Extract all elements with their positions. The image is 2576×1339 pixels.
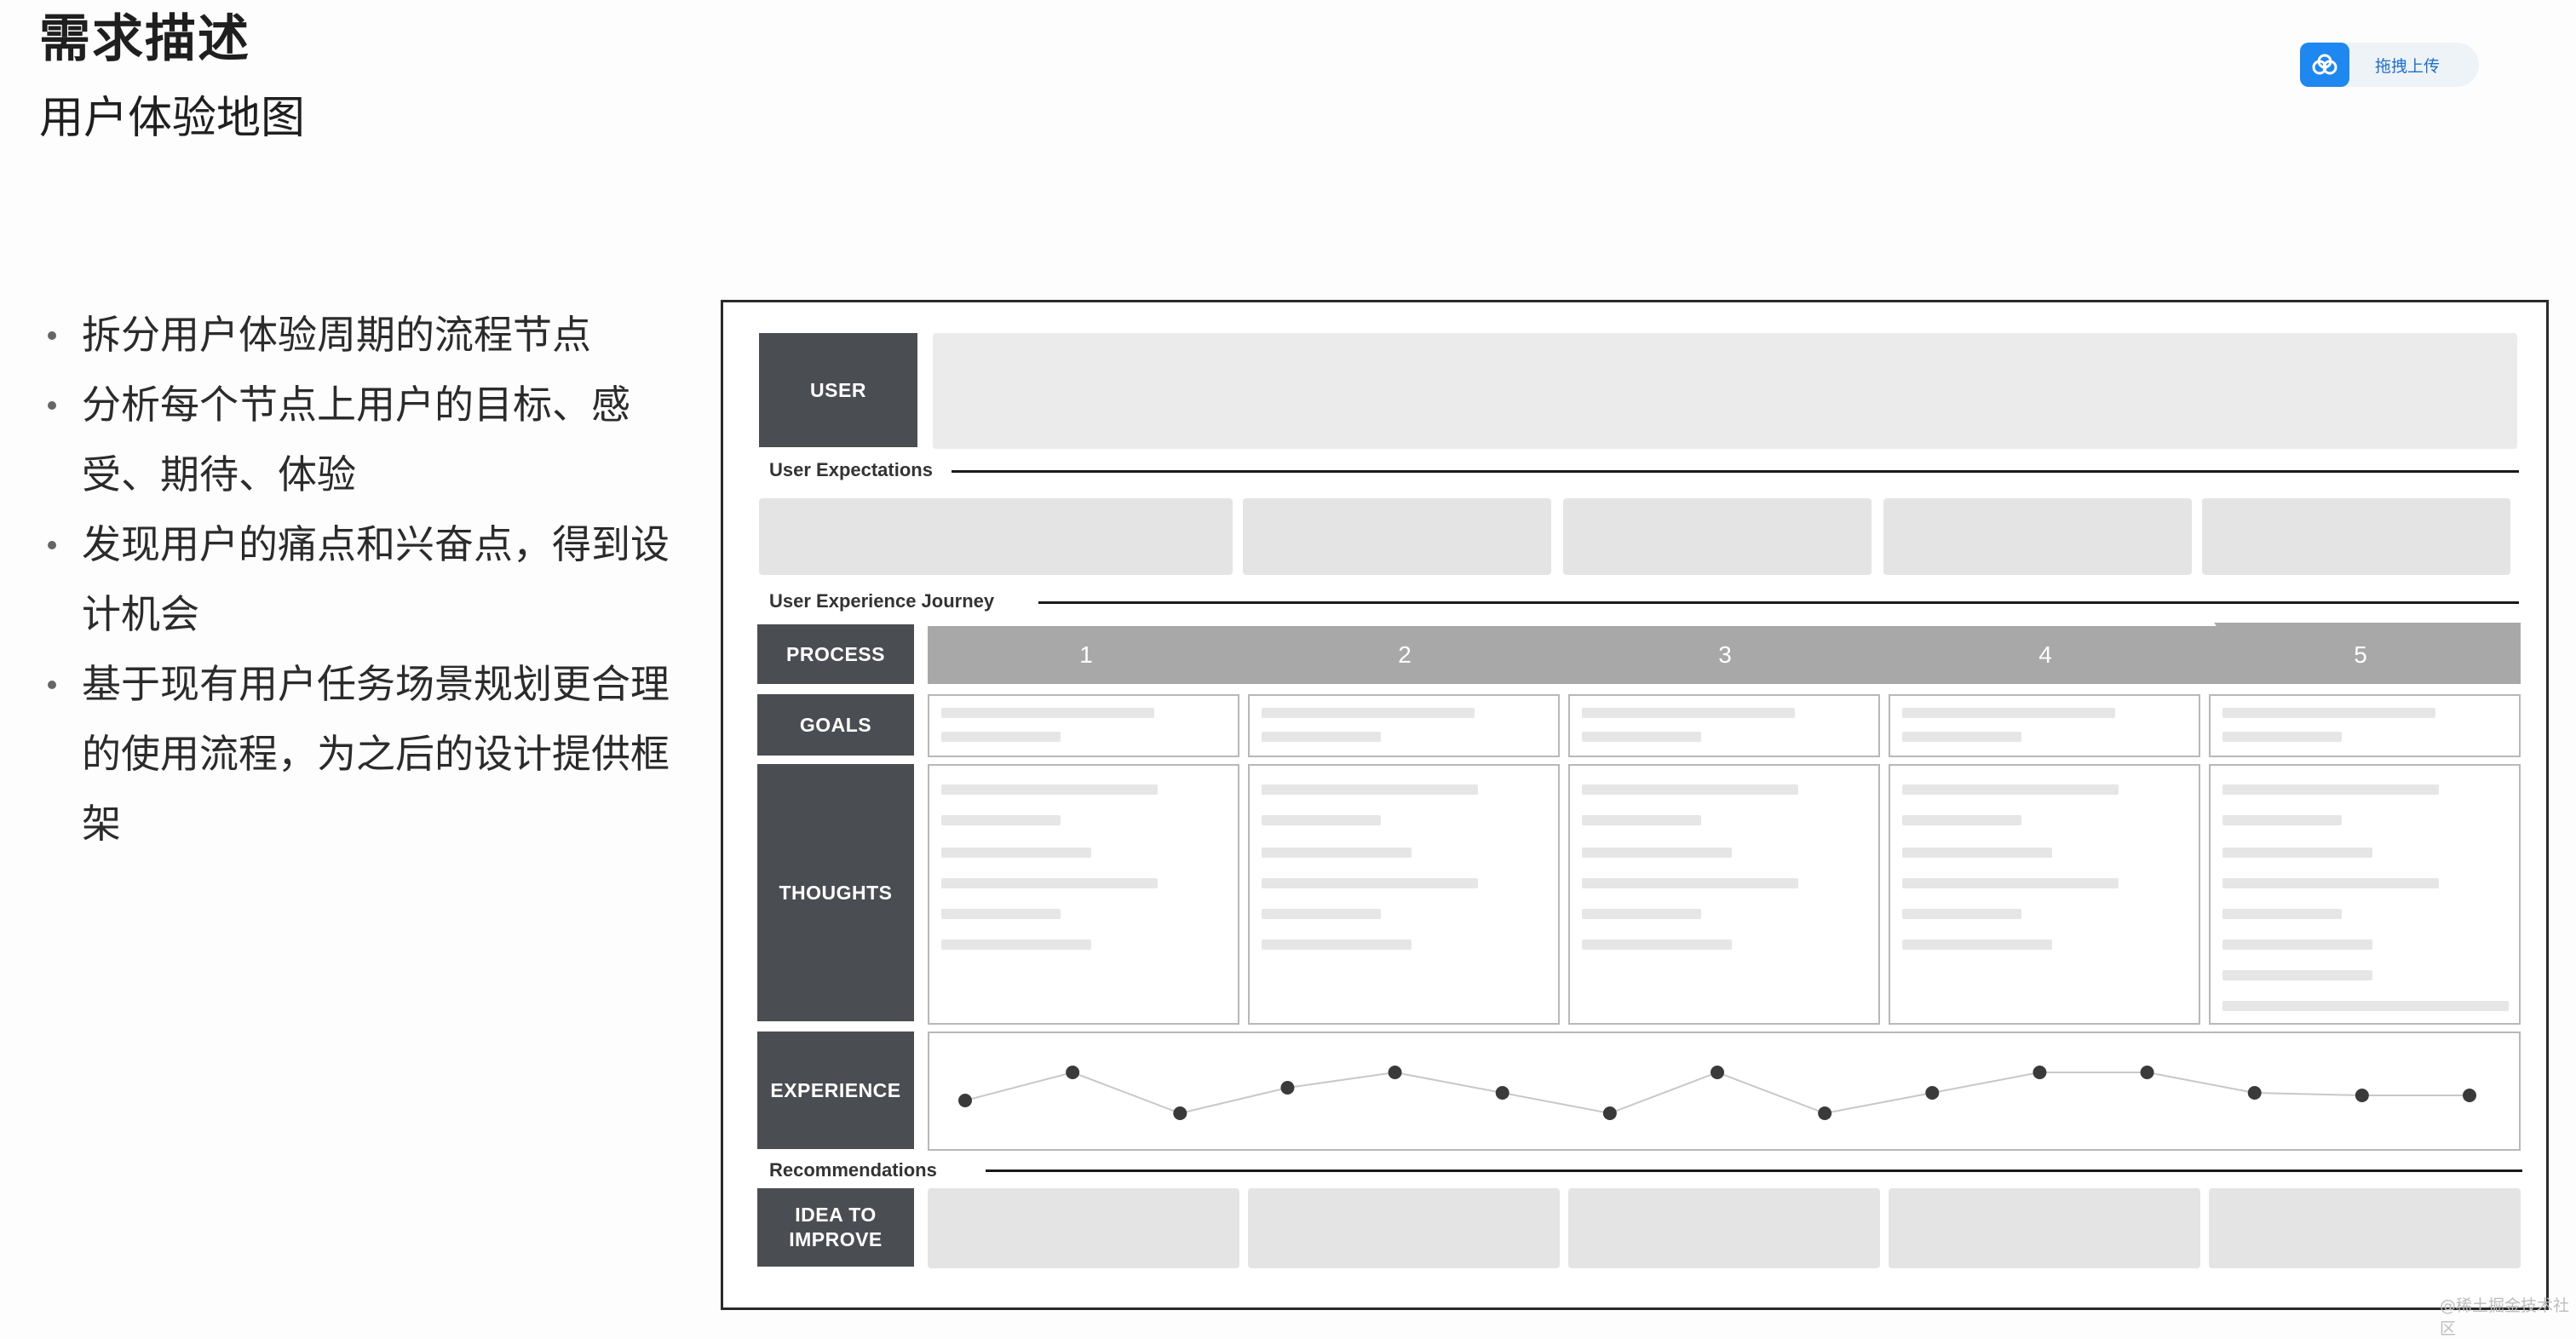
experience-point-15 (2463, 1089, 2476, 1102)
thoughts-cell (2209, 764, 2521, 1025)
section-divider (952, 470, 2519, 473)
goals-cell (928, 694, 1239, 757)
goals-cell (1248, 694, 1560, 757)
cloud-icon (2300, 43, 2349, 87)
thoughts-cell (928, 764, 1239, 1025)
experience-point-6 (1495, 1086, 1509, 1100)
page-title: 需求描述 (39, 9, 250, 69)
process-step-5-arrow (2214, 623, 2521, 684)
list-item: 发现用户的痛点和兴奋点，得到设计机会 (43, 509, 673, 649)
process-step-2-arrow (1253, 626, 1604, 684)
experience-point-4 (1280, 1081, 1295, 1095)
thoughts-cell (1248, 764, 1560, 1025)
expectation-block (1563, 498, 1872, 575)
experience-point-14 (2355, 1089, 2369, 1102)
user-experience-journey-label: User Experience Journey (769, 590, 995, 612)
page-subtitle: 用户体验地图 (39, 93, 306, 144)
process-step-2: 2 (1398, 641, 1412, 668)
section-divider (1038, 601, 2519, 604)
process-step-3: 3 (1718, 641, 1732, 668)
process-step-1-arrow (928, 626, 1284, 684)
idea-block (928, 1188, 1239, 1268)
goals-cell (1568, 694, 1880, 757)
requirement-list: 拆分用户体验周期的流程节点 分析每个节点上用户的目标、感受、期待、体验 发现用户… (43, 300, 673, 859)
experience-point-1 (958, 1094, 972, 1107)
upload-label: 拖拽上传 (2375, 56, 2441, 76)
goals-cell (2209, 694, 2521, 757)
goals-cell (1889, 694, 2200, 757)
experience-point-12 (2140, 1066, 2154, 1079)
user-expectations-label: User Expectations (769, 459, 933, 480)
experience-point-3 (1173, 1106, 1187, 1120)
drag-upload-button[interactable]: 拖拽上传 (2300, 43, 2479, 87)
goals-label: GOALS (757, 694, 914, 756)
process-label: PROCESS (757, 624, 914, 684)
experience-point-9 (1818, 1106, 1832, 1120)
expectation-block (2202, 498, 2510, 575)
watermark: @稀土掘金技术社区 (2440, 1296, 2570, 1338)
expectation-block (1883, 498, 2192, 575)
idea-block (1889, 1188, 2200, 1268)
process-step-3-arrow (1573, 626, 1924, 684)
expectation-block (759, 498, 1233, 575)
experience-label: EXPERIENCE (757, 1032, 914, 1149)
experience-point-13 (2247, 1086, 2262, 1100)
user-journey-map: USER User Expectations User Experience J… (721, 300, 2549, 1310)
process-step-4: 4 (2038, 641, 2052, 668)
thoughts-cell (1889, 764, 2200, 1025)
user-placeholder (933, 333, 2517, 449)
idea-block (1248, 1188, 1560, 1268)
process-step-5: 5 (2354, 641, 2367, 668)
idea-to-improve-text: IDEA TO IMPROVE (789, 1204, 883, 1250)
idea-block (2209, 1188, 2521, 1268)
process-step-1: 1 (1079, 641, 1093, 668)
idea-to-improve-label: IDEA TO IMPROVE (757, 1188, 914, 1267)
process-step-4-arrow (1894, 626, 2245, 684)
experience-point-11 (2033, 1066, 2047, 1079)
thoughts-cell (1568, 764, 1880, 1025)
experience-point-10 (1925, 1086, 1940, 1100)
thoughts-label: THOUGHTS (757, 764, 914, 1021)
idea-block (1568, 1188, 1880, 1268)
experience-curve (958, 1066, 2476, 1120)
experience-point-7 (1602, 1106, 1617, 1120)
expectation-block (1243, 498, 1551, 575)
list-item: 拆分用户体验周期的流程节点 (43, 300, 673, 370)
recommendations-label: Recommendations (769, 1159, 937, 1181)
experience-point-2 (1066, 1066, 1080, 1079)
list-item: 分析每个节点上用户的目标、感受、期待、体验 (43, 370, 673, 509)
section-divider (986, 1169, 2522, 1172)
list-item: 基于现有用户任务场景规划更合理的使用流程，为之后的设计提供框架 (43, 649, 673, 859)
user-label: USER (759, 333, 917, 447)
experience-point-5 (1388, 1066, 1402, 1079)
process-arrows (928, 623, 2521, 684)
experience-point-8 (1711, 1066, 1724, 1079)
